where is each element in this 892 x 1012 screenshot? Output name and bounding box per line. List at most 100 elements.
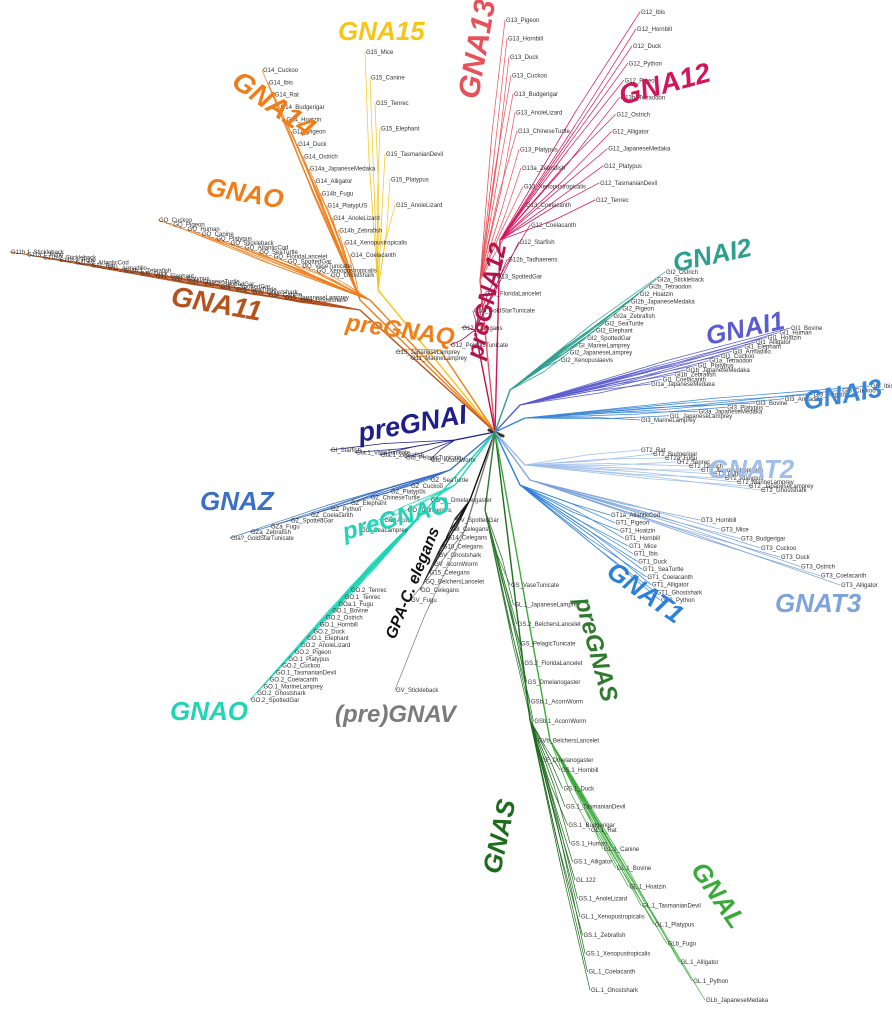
branch-preGNA12 — [461, 326, 466, 329]
leaf-label: GQ_Platypus — [216, 236, 252, 242]
branch-GNAT1-trunk — [494, 431, 521, 486]
branch-GNAO1 — [287, 587, 350, 660]
branch-GNAZ — [329, 493, 387, 510]
branch-GNAO1 — [318, 572, 372, 625]
leaf-label: G8_Celegans — [452, 527, 489, 533]
leaf-label: GQ_AtlanticCod — [245, 246, 288, 252]
leaf-label: GV_Ghostshark — [439, 553, 483, 559]
leaf-label: GQ_SeaTurtle — [259, 250, 298, 256]
branch-GNAI1 — [519, 360, 667, 406]
branch-GNAO — [274, 265, 371, 301]
leaf-label: GS.2_FloridaLancelet — [524, 661, 582, 667]
clade-label-GNAI3: GNAI3 — [801, 372, 885, 415]
leaf-label: GLb_JapaneseMedaka — [706, 998, 769, 1004]
leaf-label: G13_ChineseTurtle — [518, 129, 570, 135]
leaf-label: G13a_Zebrafish — [522, 166, 565, 172]
branch-preGNAV — [434, 529, 466, 571]
leaf-label: GO.2_Coelacanth — [270, 677, 318, 683]
leaf-label: GS.1_Human — [571, 841, 607, 847]
branch-GNA14 — [296, 143, 324, 213]
branch-GNAS — [553, 799, 573, 863]
branch-GPA — [428, 537, 450, 573]
leaf-label: GQ_Xenopustropicalis — [317, 268, 377, 274]
branch-GNA13 — [479, 209, 502, 281]
leaf-label: G12_Hornbill — [637, 27, 672, 33]
clade-label-GNA13: GNA13 — [452, 0, 502, 101]
leaf-label: G14_AnoleLizard — [333, 216, 379, 222]
branch-GNAZ-trunk — [449, 431, 496, 471]
leaf-label: G15_Celegans — [430, 571, 470, 577]
leaf-label: G14_Alligator — [316, 179, 352, 185]
leaf-label: GZ_SpottedGar — [291, 519, 333, 525]
branch-GNA15 — [376, 202, 379, 291]
leaf-label: G12_Pigeon — [625, 78, 658, 84]
branch-GNA12-trunk — [494, 239, 501, 433]
branch-GNAI2 — [543, 352, 570, 372]
branch-GNAS-trunk — [494, 431, 531, 721]
branch-GNAS — [544, 745, 561, 771]
branch-GNAT2 — [627, 467, 713, 475]
leaf-label: G11_ChineseTurtle — [188, 279, 240, 285]
branch-GNAI3 — [651, 402, 756, 409]
leaf-label: GI1_Bovine — [791, 326, 823, 332]
leaf-label: GI1_Human — [779, 331, 811, 337]
branch-GNAT2 — [524, 464, 633, 475]
branch-GNAS — [529, 719, 550, 767]
branch-GNA12 — [574, 28, 637, 127]
leaf-label: GT3_Hornbill — [701, 518, 736, 524]
leaf-label: G15_Mice — [366, 50, 394, 56]
branch-GNA15 — [386, 179, 391, 232]
branch-preGNA12 — [474, 288, 496, 331]
branch-GNAI1 — [603, 374, 674, 387]
leaf-label: G14_Ostrich — [304, 154, 338, 160]
branch-preGNAO — [382, 505, 416, 521]
leaf-label: G12_JapaneseMedaka — [608, 147, 671, 153]
branch-GNAT3 — [529, 479, 624, 505]
branch-preGNAS — [502, 559, 514, 605]
leaf-label: G13_Duck — [510, 55, 539, 61]
leaf-label: GF_Dmelanogaster — [541, 758, 593, 764]
leaf-label: G14a_JapaneseMedaka — [310, 167, 376, 173]
leaf-label: G12_Ostrich — [616, 113, 650, 119]
leaf-label: G13_Cuckoo — [512, 74, 548, 80]
leaf-label: G11_Platypus — [172, 277, 209, 283]
branch-GNA12 — [499, 149, 569, 241]
leaf-label: GI2_Pigeon — [622, 307, 654, 313]
branch-preGNAS — [501, 580, 521, 644]
branch-GNAZ — [425, 469, 451, 482]
leaf-label: GS.1_TasmanianDevil — [566, 805, 625, 811]
branch-preGNA12 — [484, 276, 497, 303]
branch-GNA12 — [499, 130, 575, 241]
clade-label-GNAT2: GNAT2 — [708, 454, 795, 484]
branch-GNA12 — [574, 11, 641, 113]
branch-GNA14 — [302, 155, 330, 224]
leaf-label: GV_Fugu — [411, 598, 437, 604]
leaf-label: GI1a_JapaneseMedaka — [651, 382, 715, 388]
leaf-label: G11_Ghostshark — [253, 290, 299, 296]
leaf-label: GI3_Bovine — [756, 401, 788, 407]
branch-GNAL — [580, 797, 604, 850]
branch-GNAZ — [409, 480, 427, 487]
branch-GNA12 — [560, 148, 608, 189]
leaf-label: G15_JapaneseLamprey — [285, 295, 349, 301]
leaf-label: GO_Tadhaerens — [408, 508, 452, 514]
leaf-label: G14b_Fugu — [322, 191, 354, 197]
branch-GNAL-trunk — [494, 431, 551, 741]
leaf-label: GL.1_Xenopustropicalis — [581, 915, 645, 921]
leaf-label: G11a.2_AtlanticCod — [75, 261, 128, 267]
leaf-label: GT2_Ghostshark — [761, 488, 808, 494]
clade-label-GNAZ: GNAZ — [200, 486, 275, 516]
leaf-label: GT1_Ghostshark — [656, 590, 703, 596]
leaf-label: GQ_SpottedGar — [288, 259, 331, 265]
leaf-label: GT2_Xenopustropicalis — [701, 468, 763, 474]
leaf-label: GT2_Rat — [641, 448, 666, 454]
branch-preGNA12 — [465, 326, 476, 331]
leaf-label: G12_Coelacanth — [531, 223, 576, 229]
leaf-label: GO_SeaLamprey — [361, 528, 408, 534]
branch-GNAI2-trunk — [494, 389, 511, 433]
leaf-label: G13_Pigeon — [506, 18, 539, 24]
branch-GNA13 — [498, 130, 518, 197]
leaf-label: GO.2_Tenrec — [351, 588, 387, 594]
leaf-label: GO_Acorn — [384, 518, 412, 524]
branch-GNAL — [606, 839, 655, 925]
